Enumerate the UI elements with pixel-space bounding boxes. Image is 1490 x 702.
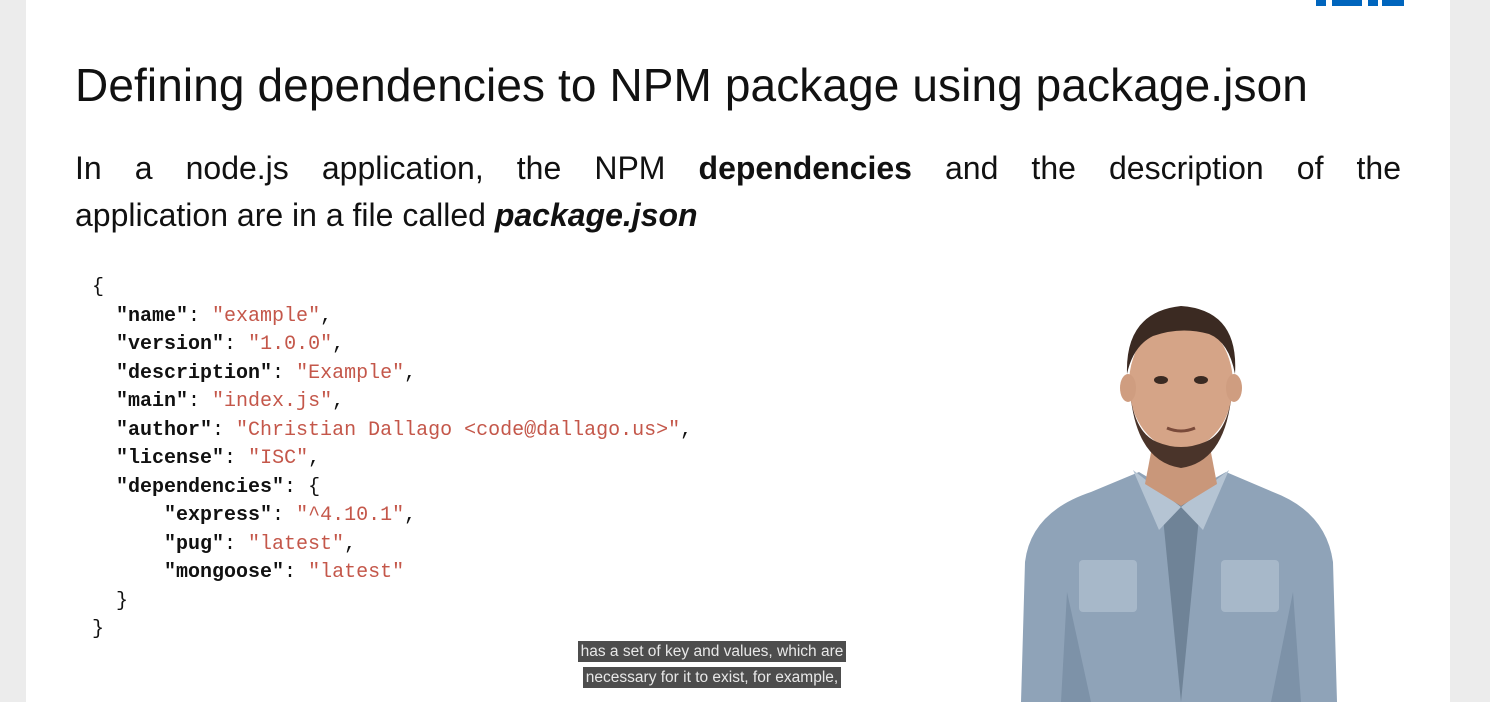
code-key: "author" xyxy=(116,418,213,442)
code-value: "Example" xyxy=(296,361,405,385)
code-dependency-value: "latest" xyxy=(248,532,345,556)
presenter-video-icon xyxy=(1021,306,1337,702)
lecture-slide: Defining dependencies to NPM package usi… xyxy=(26,0,1450,702)
intro-filename: package.json xyxy=(494,197,698,233)
intro-text-part2: and the description of the xyxy=(911,150,1402,186)
code-value: "Christian Dallago <code@dallago.us>" xyxy=(236,418,681,442)
code-block: { "name": "example", "version": "1.0.0",… xyxy=(92,276,693,641)
code-value: "ISC" xyxy=(248,447,309,470)
caption-line-1: has a set of key and values, which are xyxy=(577,641,847,662)
code-dependencies-key: "dependencies" xyxy=(116,475,285,499)
caption-line-2: necessary for it to exist, for example, xyxy=(582,667,842,688)
university-logo-icon xyxy=(1316,0,1404,6)
code-value: "example" xyxy=(212,304,321,328)
code-dependencies-close: } xyxy=(116,589,129,613)
code-open-brace: { xyxy=(92,276,105,299)
code-close-brace: } xyxy=(92,618,105,641)
code-dependency-key: "mongoose" xyxy=(164,561,285,584)
code-value: "1.0.0" xyxy=(248,333,333,356)
code-key: "version" xyxy=(116,333,225,356)
code-key: "license" xyxy=(116,447,225,470)
intro-bold-dependencies: dependencies xyxy=(698,150,912,186)
intro-text-part1: In a node.js application, the NPM xyxy=(75,150,699,186)
code-dependency-key: "express" xyxy=(164,504,273,527)
code-dependency-value: "^4.10.1" xyxy=(296,504,405,527)
code-dependency-value: "latest" xyxy=(308,561,405,584)
code-key: "description" xyxy=(116,361,273,385)
code-key: "main" xyxy=(116,390,189,413)
code-value: "index.js" xyxy=(212,390,333,413)
slide-title: Defining dependencies to NPM package usi… xyxy=(75,59,1308,111)
code-dependency-key: "pug" xyxy=(164,532,225,556)
code-key: "name" xyxy=(116,304,189,328)
subtitle-captions: has a set of key and values, which are n… xyxy=(560,641,864,693)
intro-text-part3: application are in a file called xyxy=(75,197,495,233)
slide-intro: In a node.js application, the NPM depend… xyxy=(75,145,1401,239)
